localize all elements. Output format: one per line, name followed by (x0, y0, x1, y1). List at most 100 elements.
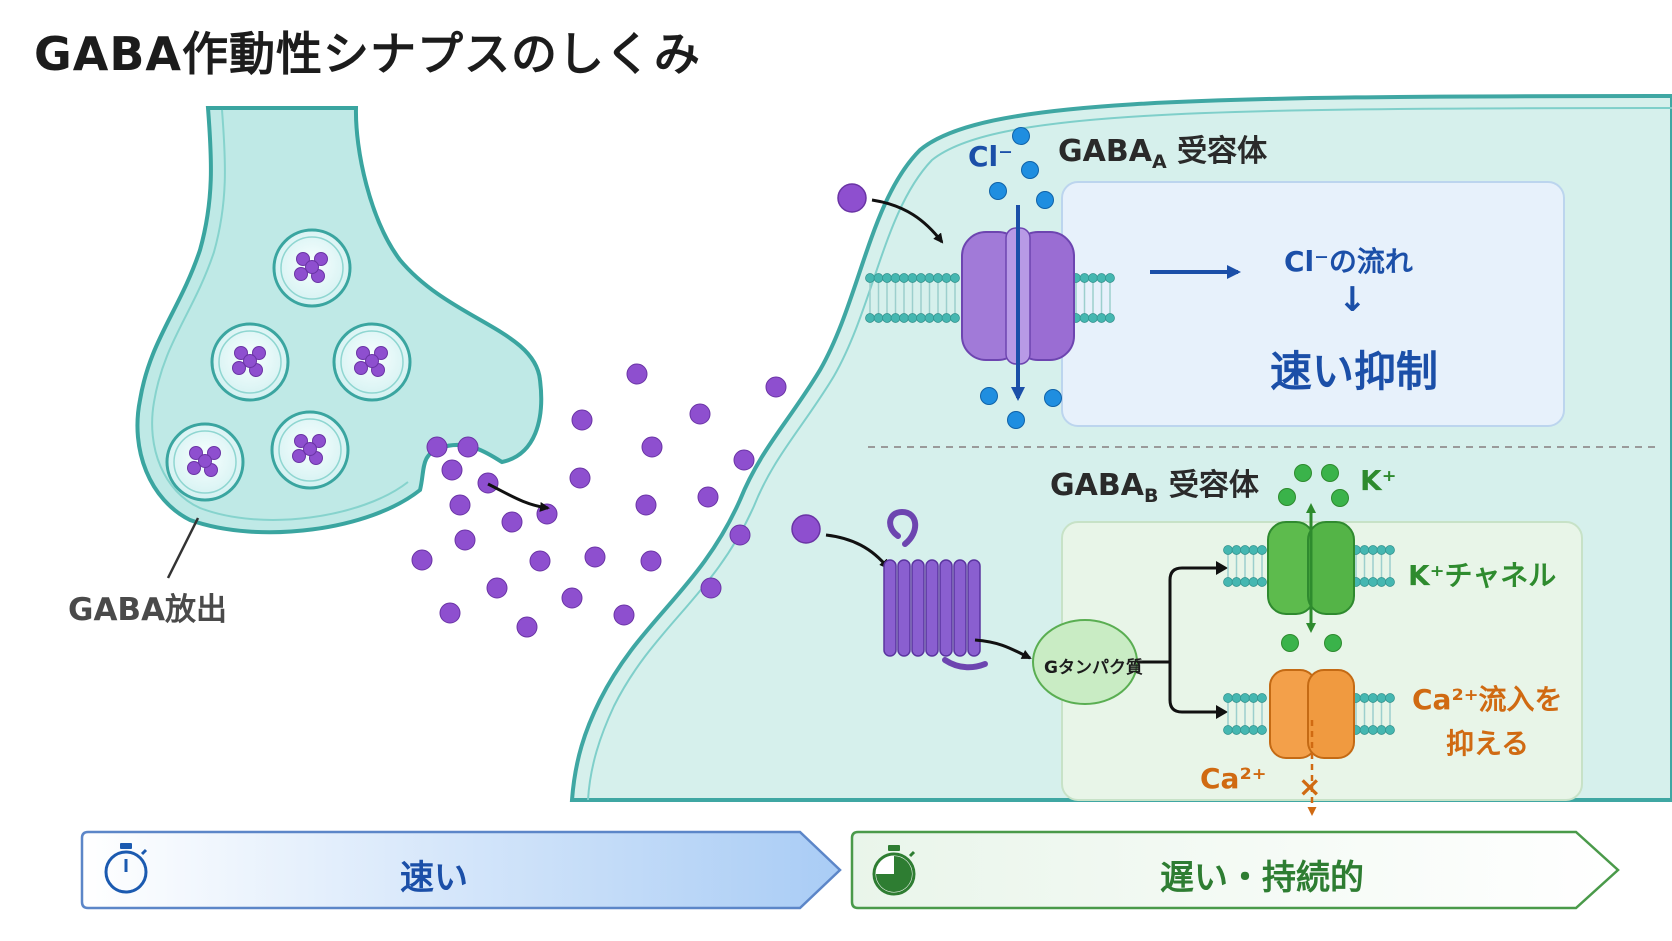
gpcr-helix (897, 559, 911, 657)
timeline-slow-label: 遅い・持続的 (1160, 858, 1364, 898)
ca-channel (1269, 669, 1355, 759)
gaba-molecule (626, 363, 648, 385)
gpcr-helix (925, 559, 939, 657)
gaba-molecule (635, 494, 657, 516)
potassium-ion (1321, 464, 1339, 482)
potassium-ion (1294, 464, 1312, 482)
chloride-ion (1007, 411, 1025, 429)
gaba-a-membrane (865, 273, 1115, 323)
gaba-molecule-to-a (837, 183, 867, 213)
chloride-ion (980, 387, 998, 405)
gaba-a-receptor-label: GABAA 受容体 (1058, 126, 1267, 173)
potassium-ion (1324, 634, 1342, 652)
k-channel-label: K⁺チャネル (1408, 559, 1557, 592)
gaba-molecule (486, 577, 508, 599)
gaba-molecule (234, 346, 248, 360)
gaba-molecule (516, 616, 538, 638)
chloride-ion (1012, 127, 1030, 145)
gaba-a-prefix: GABA (1058, 134, 1152, 169)
presynaptic-terminal (135, 106, 544, 535)
gaba-molecule (187, 461, 201, 475)
gpcr-helix (967, 559, 981, 657)
gaba-b-prefix: GABA (1050, 468, 1144, 503)
gaba-molecule (356, 346, 370, 360)
potassium-ion (1281, 634, 1299, 652)
gaba-molecule-to-b (791, 514, 821, 544)
potassium-ion (1331, 489, 1349, 507)
gaba-molecule (207, 446, 221, 460)
chloride-ion (1021, 161, 1039, 179)
gaba-a-suffix: 受容体 (1166, 134, 1268, 169)
gaba-a-subscript: A (1151, 151, 1167, 173)
gpcr-helix (939, 559, 953, 657)
gaba-molecule (292, 449, 306, 463)
gaba-molecule (439, 602, 461, 624)
calcium-ion-label: Ca²⁺ (1200, 762, 1267, 795)
gaba-molecule (501, 511, 523, 533)
gaba-molecule (305, 260, 319, 274)
potassium-ion-label: K⁺ (1360, 464, 1397, 497)
gaba-molecule (561, 587, 583, 609)
gpcr-helix (953, 559, 967, 657)
gaba-molecule (294, 267, 308, 281)
release-arrow (487, 482, 550, 512)
stopwatch-slow-icon (872, 845, 916, 896)
synaptic-vesicles (165, 228, 412, 502)
presynaptic-membrane-inner (151, 109, 409, 521)
postsynaptic-membrane-inner (587, 107, 1672, 801)
gaba-molecule (689, 403, 711, 425)
ca-block-mark: × (1298, 770, 1322, 803)
chloride-ion (1036, 191, 1054, 209)
gaba-molecule (569, 467, 591, 489)
gaba-molecule (252, 346, 266, 360)
gaba-molecule (765, 376, 787, 398)
gaba-molecule (733, 449, 755, 471)
gaba-molecule (613, 604, 635, 626)
gprotein-to-k-arrowhead (1216, 561, 1228, 575)
gaba-molecule (697, 486, 719, 508)
gaba-molecule (729, 524, 751, 546)
gaba-molecule (640, 550, 662, 572)
gprotein-to-ca-arrowhead (1216, 705, 1228, 719)
gaba-molecule (314, 252, 328, 266)
page-title: GABA作動性シナプスのしくみ (34, 27, 701, 81)
gaba-molecule (441, 459, 463, 481)
chloride-ion (1044, 389, 1062, 407)
gaba-molecule (296, 252, 310, 266)
stopwatch-fast-icon (104, 843, 148, 894)
gaba-molecule (571, 409, 593, 431)
gprotein-branch-arrows (1137, 566, 1222, 714)
gaba-molecule (189, 446, 203, 460)
gaba-molecules (411, 363, 787, 638)
gaba-b-receptor-label: GABAB 受容体 (1050, 460, 1259, 507)
chloride-flow-label: Cl⁻の流れ (1284, 245, 1413, 278)
gaba-molecule (303, 442, 317, 456)
gaba-b-suffix: 受容体 (1158, 468, 1259, 503)
ca-effect-line1: Ca²⁺流入を (1412, 683, 1563, 716)
gaba-molecule (312, 434, 326, 448)
gaba-molecule (641, 436, 663, 458)
gaba-release-label: GABA放出 (68, 592, 228, 628)
potassium-ions (1278, 464, 1349, 652)
release-pointer-line (166, 517, 200, 579)
gaba-molecule (374, 346, 388, 360)
g-protein-label: Gタンパク質 (1044, 658, 1143, 678)
flow-down-arrow: ↓ (1338, 280, 1367, 320)
timeline-fast-bar (80, 830, 842, 910)
timeline-fast-label: 速い (400, 858, 468, 898)
chloride-ions (980, 127, 1062, 429)
gaba-molecule (243, 354, 257, 368)
gaba-b-receptor (883, 508, 988, 671)
gaba-molecule (529, 550, 551, 572)
gpcr-helix (883, 559, 897, 657)
k-channel (1267, 521, 1355, 615)
chloride-ion (989, 182, 1007, 200)
gaba-b-binding-arrow (825, 533, 890, 570)
gaba-b-to-gprotein-arrow (974, 638, 1032, 660)
gaba-molecule (232, 361, 246, 375)
chloride-ion-label: Cl⁻ (968, 140, 1013, 173)
gaba-molecule (365, 354, 379, 368)
gaba-molecule (426, 436, 448, 458)
ca-effect-line2: 抑える (1446, 727, 1530, 760)
